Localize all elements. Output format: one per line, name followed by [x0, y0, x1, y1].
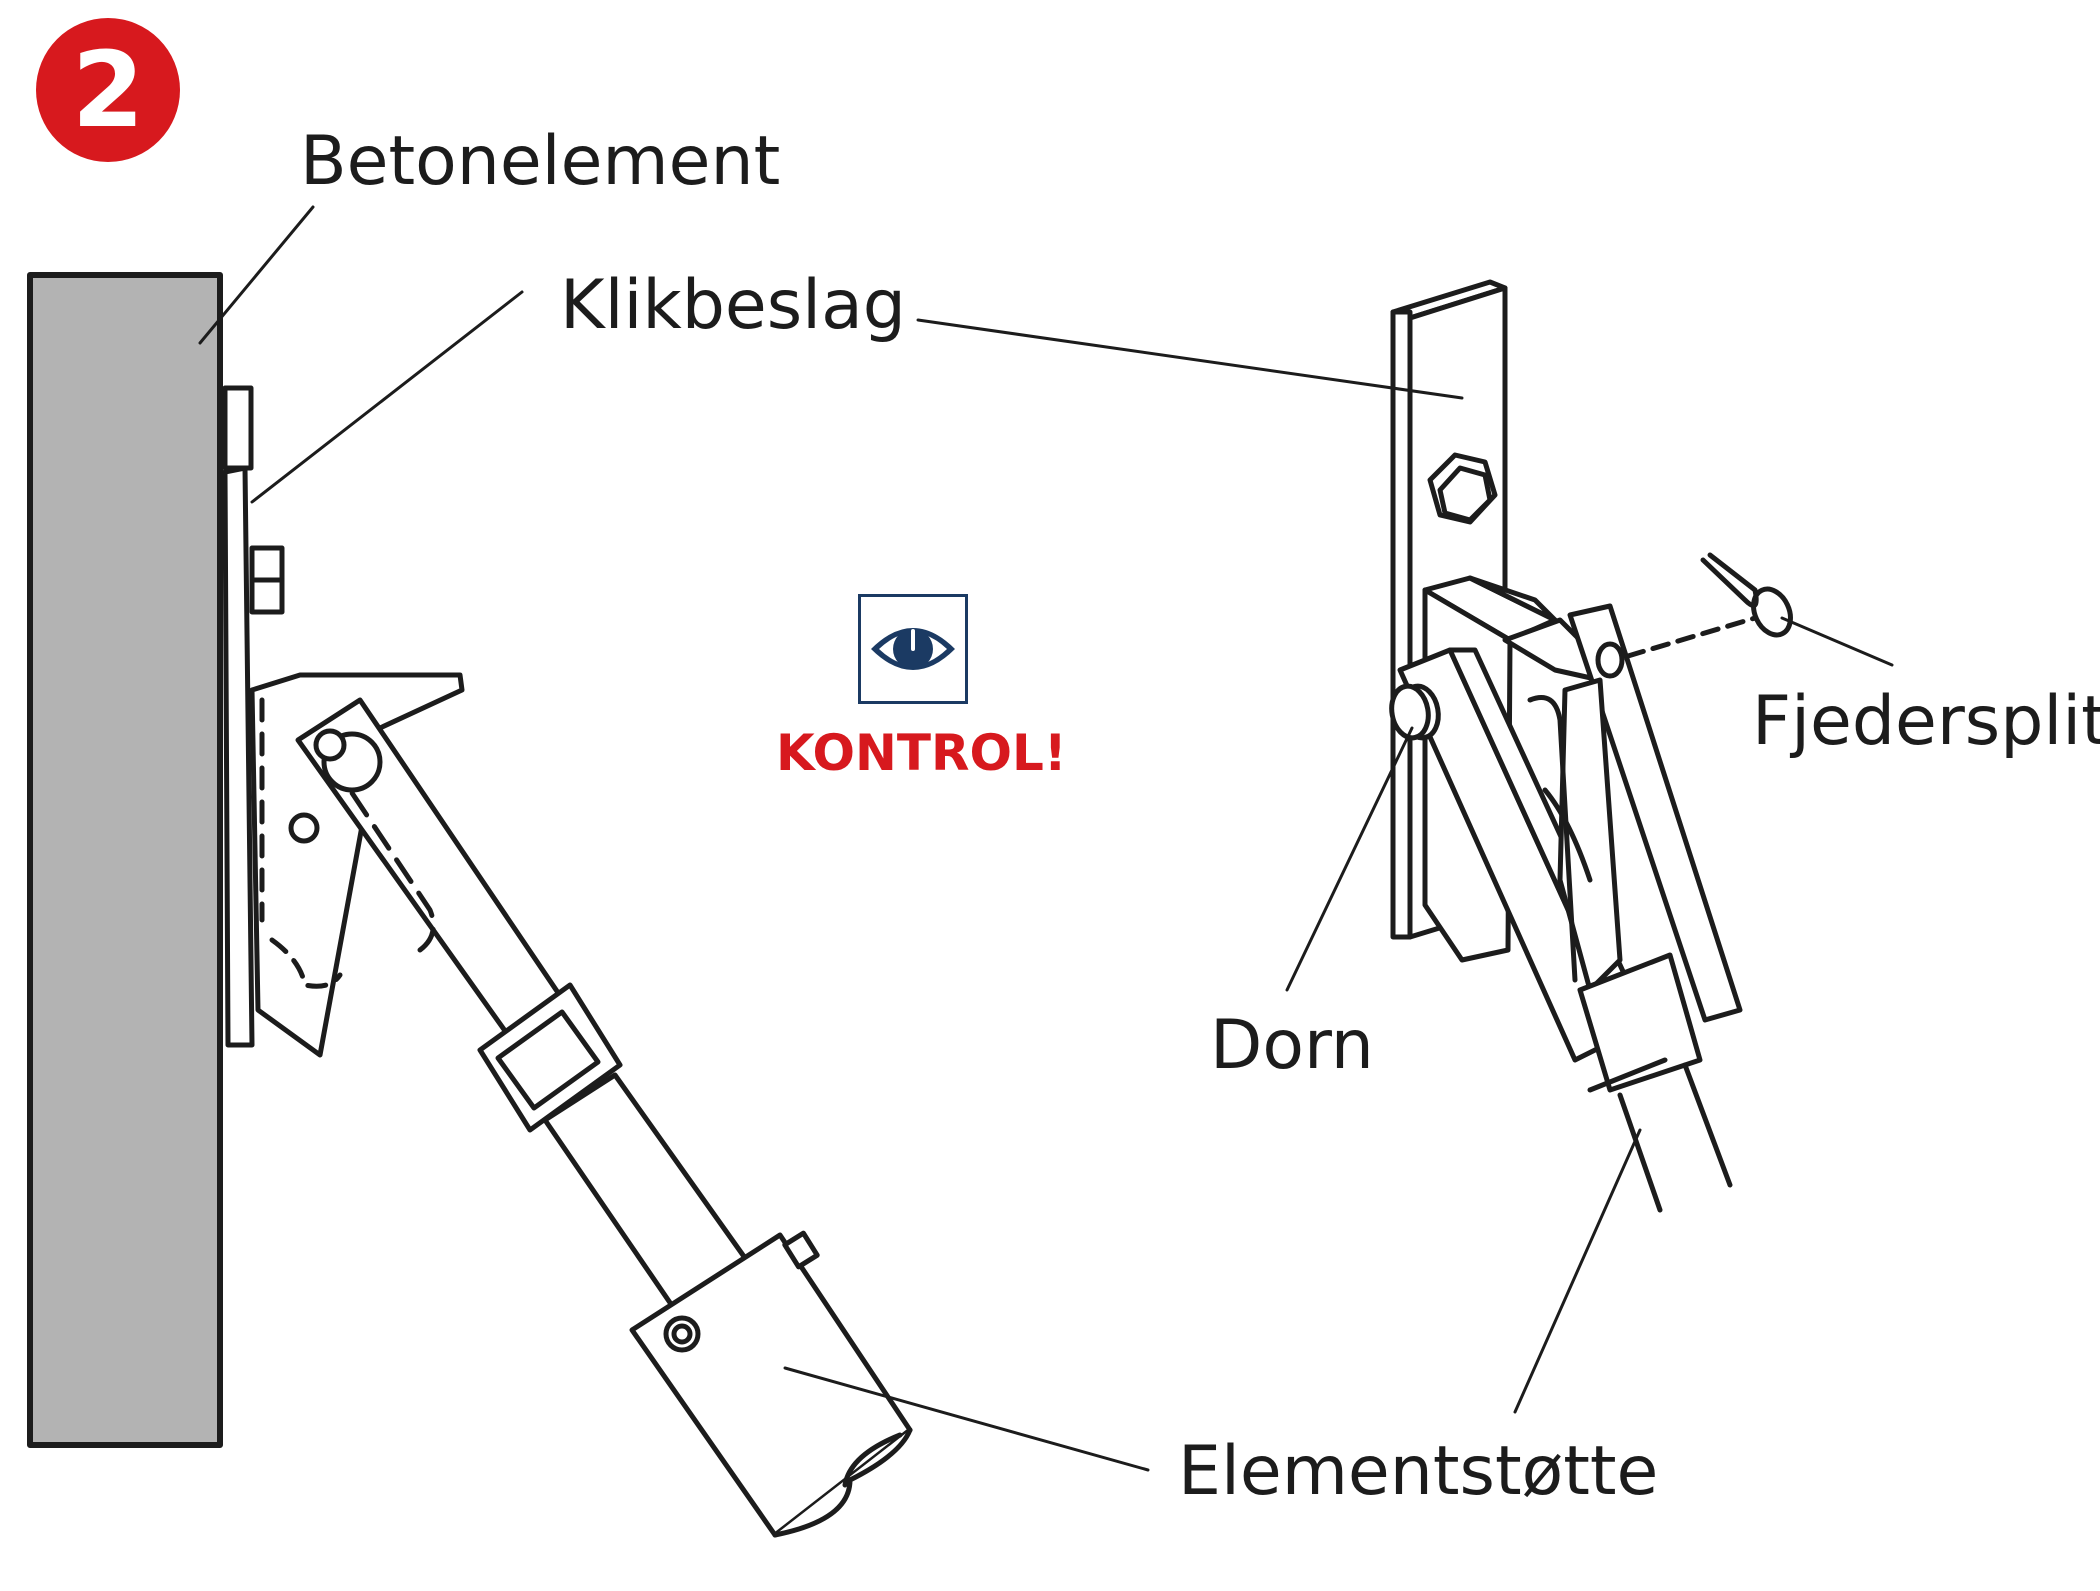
leader-klikbeslag: [250, 290, 524, 504]
spring-clip: [1625, 552, 1793, 659]
label-elementstotte: Elementstøtte: [1178, 1432, 1659, 1511]
leader-elementstotte-right: [1513, 1128, 1642, 1414]
leader-elementstotte-left: [783, 1366, 1150, 1472]
leader-fjedersplit: [1780, 616, 1894, 667]
step-number: 2: [71, 29, 145, 151]
concrete-element: [27, 272, 223, 1448]
leader-klikbeslag-right: [916, 318, 1464, 400]
leader-lines: [198, 205, 1894, 1472]
right-element-support: [1389, 603, 1743, 1213]
label-dorn: Dorn: [1210, 1006, 1374, 1085]
step-badge: 2: [36, 18, 180, 162]
leader-betonelement: [198, 205, 315, 345]
kontrol-label: KONTROL!: [776, 724, 1067, 782]
label-betonelement: Betonelement: [300, 122, 781, 201]
eye-icon: [871, 628, 955, 670]
left-clip-bracket: [222, 385, 465, 1058]
kontrol-eye-box: [858, 594, 968, 704]
left-element-support: [295, 697, 913, 1538]
label-klikbeslag: Klikbeslag: [560, 266, 906, 345]
label-fjedersplit: Fjedersplit: [1752, 682, 2100, 761]
leader-dorn: [1285, 726, 1414, 992]
